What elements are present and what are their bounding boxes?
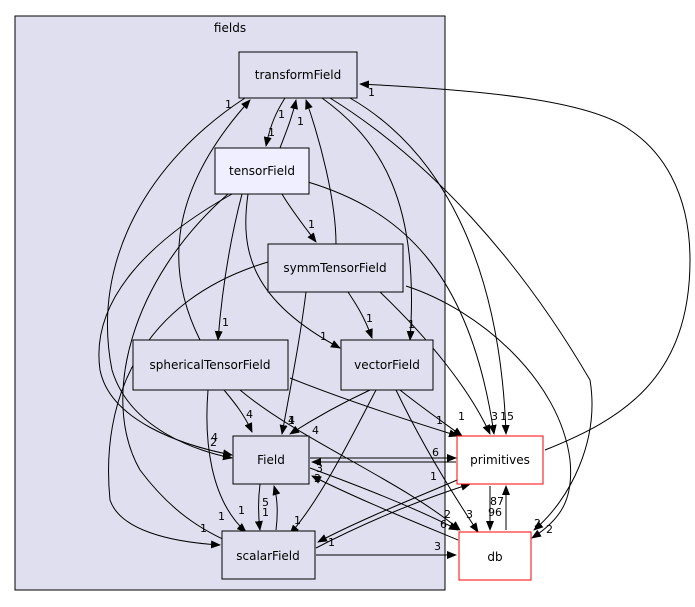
node-label: Field bbox=[257, 453, 285, 467]
edge-Field-db bbox=[309, 467, 459, 531]
edge-label: 1 bbox=[225, 98, 232, 111]
edge-label: 4 bbox=[246, 408, 253, 421]
cluster-fields: fields bbox=[14, 15, 446, 591]
edge-scalarField-primitives bbox=[315, 482, 471, 549]
edge-label: 1 bbox=[320, 330, 327, 343]
edge-label: 1 bbox=[368, 86, 375, 99]
edge-symmTensorField-transformField bbox=[305, 99, 337, 245]
edge-label: 2 bbox=[534, 517, 541, 530]
edge-labels: 1 1 1 1 1 1 1 1 1 1 1 2 4 4 4 4 1 1 15 3… bbox=[200, 86, 553, 553]
node-label: tensorField bbox=[229, 164, 295, 178]
edge-label: 4 bbox=[211, 431, 218, 444]
edge-sphericalTensorField-primitives bbox=[289, 377, 459, 438]
edge-label: 1 bbox=[222, 316, 229, 329]
edge-label: 3 bbox=[434, 540, 441, 553]
edge-scalarField-Field bbox=[272, 485, 281, 531]
edge-transformField-Field bbox=[107, 97, 246, 461]
edge-primitives-transformField bbox=[359, 80, 691, 451]
edge-label: 6 bbox=[432, 446, 439, 459]
edge-label: 3 bbox=[491, 410, 498, 423]
edge-label: 5 bbox=[262, 496, 269, 509]
node-label: primitives bbox=[470, 453, 530, 467]
node-sphericalTensorField[interactable]: sphericalTensorField bbox=[132, 339, 289, 391]
edge-sphericalTensorField-db bbox=[239, 389, 461, 531]
edge-label: 1 bbox=[328, 536, 335, 549]
edge-sphericalTensorField-transformField bbox=[178, 99, 251, 341]
edge-transformField-tensorField bbox=[263, 97, 286, 147]
edge-label: 3 bbox=[316, 462, 323, 475]
edge-label: 6 bbox=[440, 518, 447, 531]
edge-label: 96 bbox=[488, 506, 502, 519]
edges bbox=[98, 80, 691, 559]
node-vectorField[interactable]: vectorField bbox=[340, 339, 434, 391]
edge-label: 4 bbox=[312, 424, 319, 437]
node-Field[interactable]: Field bbox=[232, 435, 310, 485]
edge-label: 1 bbox=[278, 108, 285, 121]
edge-db-Field bbox=[311, 475, 459, 541]
edge-label: 1 bbox=[297, 115, 304, 128]
edge-label: 1 bbox=[458, 410, 465, 423]
edge-transformField-vectorField bbox=[321, 97, 415, 341]
edge-vectorField-scalarField bbox=[289, 389, 377, 535]
edge-symmTensorField-primitives bbox=[379, 291, 491, 435]
edge-label: 1 bbox=[218, 510, 225, 523]
edge-label: 15 bbox=[500, 410, 514, 423]
node-transformField[interactable]: transformField bbox=[238, 51, 358, 99]
edge-tensorField-symmTensorField bbox=[281, 193, 317, 243]
edge-tensorField-sphericalTensorField bbox=[214, 193, 243, 341]
edge-label: 1 bbox=[294, 514, 301, 527]
node-label: db bbox=[487, 550, 502, 564]
edge-label: 1 bbox=[238, 504, 245, 517]
edge-label: 3 bbox=[466, 508, 473, 521]
edge-Field-scalarField bbox=[254, 483, 263, 531]
edge-label: 87 bbox=[490, 495, 504, 508]
node-label: symmTensorField bbox=[283, 261, 386, 275]
node-label: transformField bbox=[255, 68, 342, 82]
edge-label: 2 bbox=[444, 508, 451, 521]
edge-label: 1 bbox=[308, 218, 315, 231]
edge-sphericalTensorField-Field bbox=[223, 389, 253, 433]
node-scalarField[interactable]: scalarField bbox=[221, 530, 316, 580]
edge-symmTensorField-vectorField bbox=[347, 291, 373, 339]
nodes: transformField tensorField symmTensorFie… bbox=[132, 51, 544, 581]
node-primitives[interactable]: primitives bbox=[456, 435, 544, 485]
edge-label: 1 bbox=[436, 414, 443, 427]
node-label: scalarField bbox=[236, 549, 300, 563]
edge-sphericalTensorField-scalarField bbox=[206, 389, 247, 533]
edge-label: 1 bbox=[262, 506, 269, 519]
edge-tensorField-scalarField bbox=[122, 193, 237, 546]
edge-transformField-primitives bbox=[349, 97, 510, 435]
edge-tensorField-vectorField bbox=[245, 193, 341, 349]
node-tensorField[interactable]: tensorField bbox=[214, 147, 310, 195]
edge-tensorField-transformField bbox=[279, 99, 298, 149]
edge-label: 2 bbox=[210, 436, 217, 449]
edge-label: 1 bbox=[366, 312, 373, 325]
edge-label: 1 bbox=[430, 470, 437, 483]
cluster-label: fields bbox=[214, 21, 246, 35]
node-symmTensorField[interactable]: symmTensorField bbox=[267, 243, 404, 293]
edge-tensorField-primitives bbox=[307, 181, 497, 435]
edge-symmTensorField-db bbox=[405, 285, 572, 539]
node-db[interactable]: db bbox=[458, 531, 532, 581]
edge-label: 1 bbox=[200, 522, 207, 535]
edge-label: 1 bbox=[408, 318, 415, 331]
edge-transformField-db bbox=[329, 97, 593, 531]
node-label: vectorField bbox=[354, 358, 420, 372]
edge-symmTensorField-scalarField bbox=[108, 261, 269, 549]
edge-label: 4 bbox=[288, 414, 295, 427]
edge-label: 2 bbox=[546, 523, 553, 536]
edge-label: 1 bbox=[268, 126, 275, 139]
edge-symmTensorField-Field bbox=[279, 291, 307, 435]
node-label: sphericalTensorField bbox=[150, 358, 271, 372]
edge-vectorField-db bbox=[395, 389, 479, 533]
edge-label: 1 bbox=[288, 414, 295, 427]
edge-label: 2 bbox=[314, 472, 321, 485]
